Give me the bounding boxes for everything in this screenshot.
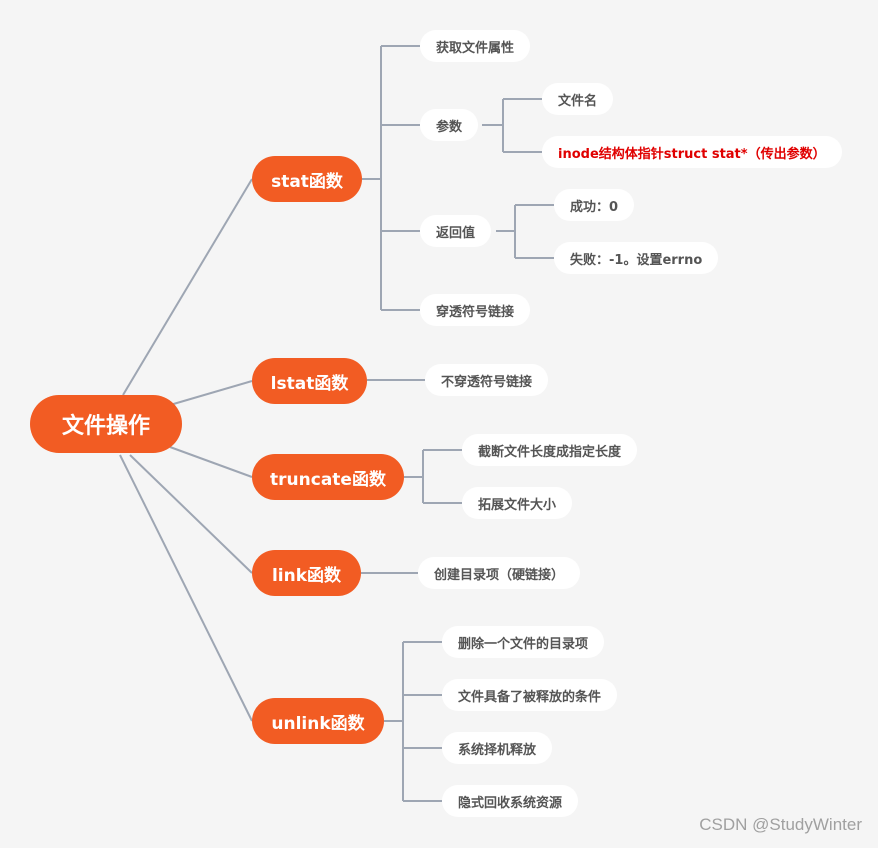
leaf-get-attr[interactable]: 获取文件属性: [420, 30, 531, 62]
leaf-implicit-reclaim[interactable]: 隐式回收系统资源: [442, 785, 579, 817]
stat-node[interactable]: stat函数: [252, 156, 362, 202]
leaf-delete-entry[interactable]: 删除一个文件的目录项: [442, 626, 605, 658]
leaf-follow-symlink[interactable]: 穿透符号链接: [420, 294, 531, 326]
leaf-filename[interactable]: 文件名: [542, 83, 614, 115]
leaf-no-follow-symlink[interactable]: 不穿透符号链接: [425, 364, 549, 396]
truncate-node[interactable]: truncate函数: [252, 454, 404, 500]
leaf-truncate-length[interactable]: 截断文件长度成指定长度: [462, 434, 638, 466]
unlink-node[interactable]: unlink函数: [252, 698, 384, 744]
leaf-success[interactable]: 成功：0: [554, 189, 635, 221]
leaf-return-value[interactable]: 返回值: [420, 215, 492, 247]
leaf-params[interactable]: 参数: [420, 109, 479, 141]
root-node[interactable]: 文件操作: [30, 395, 182, 453]
leaf-fail[interactable]: 失败：-1。设置errno: [554, 242, 719, 274]
leaf-inode-pointer[interactable]: inode结构体指针struct stat*（传出参数）: [542, 136, 842, 168]
lstat-node[interactable]: lstat函数: [252, 358, 367, 404]
leaf-release-condition[interactable]: 文件具备了被释放的条件: [442, 679, 618, 711]
leaf-extend-size[interactable]: 拓展文件大小: [462, 487, 573, 519]
leaf-system-release[interactable]: 系统择机释放: [442, 732, 553, 764]
watermark: CSDN @StudyWinter: [699, 815, 862, 834]
link-node[interactable]: link函数: [252, 550, 361, 596]
leaf-create-entry[interactable]: 创建目录项（硬链接）: [418, 557, 581, 589]
